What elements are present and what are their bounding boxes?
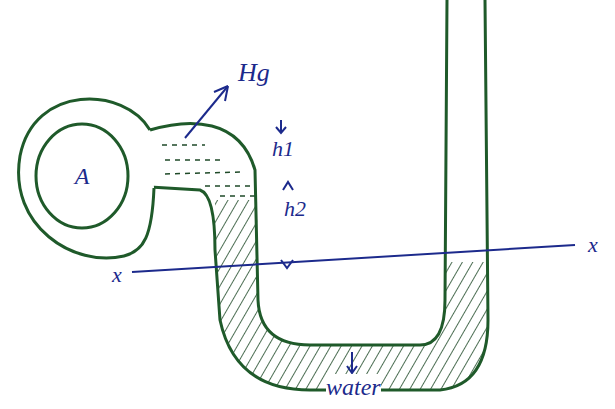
leader-line <box>185 86 228 138</box>
annotation-label: x <box>588 232 598 258</box>
arrow-head <box>281 260 293 268</box>
annotation-label: h1 <box>272 136 294 162</box>
datum-line <box>132 245 575 272</box>
tube-inner-wall <box>150 0 447 345</box>
arrow-head <box>214 86 228 101</box>
annotation-label: Hg <box>238 58 270 88</box>
annotation-label: h2 <box>284 196 306 222</box>
pipe-label: A <box>75 163 90 190</box>
dimension-tick <box>280 120 282 132</box>
arrow-head <box>347 366 357 373</box>
pipe-section: A <box>14 86 164 266</box>
annotation-label: water <box>326 374 381 401</box>
annotation-label: x <box>112 262 122 288</box>
tube-outer-wall <box>150 0 488 390</box>
arrow-head <box>276 127 286 133</box>
leader-line <box>351 352 353 372</box>
arrow-head <box>283 182 293 190</box>
